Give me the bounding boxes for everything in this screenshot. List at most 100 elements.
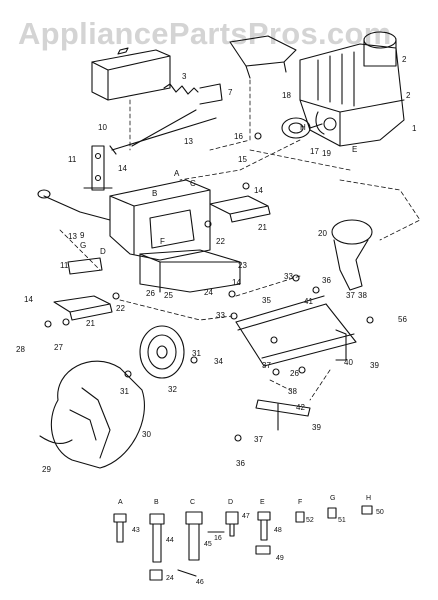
- shift-rod: [109, 117, 217, 155]
- callout-36: 36: [322, 276, 331, 285]
- callout-13b: 13: [68, 232, 77, 241]
- hardware-H: [361, 505, 373, 515]
- callout-10: 10: [98, 123, 107, 132]
- callout-16: 16: [234, 132, 243, 141]
- callout-E: E: [352, 145, 357, 154]
- hardware-letter-B: B: [154, 499, 159, 506]
- callout-31b: 31: [120, 387, 129, 396]
- belt-guard: [331, 219, 373, 291]
- wheel-pulley: [139, 325, 185, 379]
- hardware-letter-C: C: [190, 499, 195, 506]
- engine-pulley: [281, 117, 323, 139]
- callout-23: 23: [238, 261, 247, 270]
- hardware-number-50: 50: [376, 509, 384, 516]
- bracket-left: [83, 145, 113, 191]
- callout-28: 28: [16, 345, 25, 354]
- callout-26: 26: [146, 289, 155, 298]
- callout-13: 13: [184, 137, 193, 146]
- hardware-letter-G: G: [330, 495, 335, 502]
- callout-1: 1: [412, 124, 417, 133]
- callout-2: 2: [406, 91, 411, 100]
- hardware-G: [327, 507, 337, 519]
- callout-C: C: [190, 179, 196, 188]
- hardware-pin-46: [177, 569, 197, 577]
- callout-38: 38: [358, 291, 367, 300]
- callout-22: 22: [216, 237, 225, 246]
- callout-41: 41: [304, 297, 313, 306]
- hardware-number-52: 52: [306, 517, 314, 524]
- callout-37c: 37: [254, 435, 263, 444]
- callout-labels: 1 2 2 3 7 9 10 11 11 13 13 14 14 14 14 1…: [16, 55, 417, 474]
- callout-21b: 21: [86, 319, 95, 328]
- mounting-plate-upper: [209, 195, 271, 223]
- callout-F: F: [160, 237, 165, 246]
- callout-30: 30: [142, 430, 151, 439]
- callout-37: 37: [346, 291, 355, 300]
- callout-17: 17: [310, 147, 319, 156]
- callout-42: 42: [296, 403, 305, 412]
- callout-38b: 38: [288, 387, 297, 396]
- mounting-plate-lower: [53, 295, 113, 321]
- callout-20: 20: [318, 229, 327, 238]
- callout-39b: 39: [312, 423, 321, 432]
- fastener-dots: [44, 132, 374, 442]
- hardware-number-43: 43: [132, 527, 140, 534]
- callout-24: 24: [204, 288, 213, 297]
- callout-22b: 22: [116, 304, 125, 313]
- callout-D: D: [100, 247, 106, 256]
- hardware-washer-24: [149, 569, 163, 581]
- hardware-letter-H: H: [366, 495, 371, 502]
- callout-G: G: [80, 241, 86, 250]
- callout-56: 56: [398, 315, 407, 324]
- hardware-F: [295, 511, 305, 523]
- hardware-letter-A: A: [118, 499, 123, 506]
- watermark-text: AppliancePartsPros.com: [18, 16, 392, 51]
- callout-40: 40: [344, 358, 353, 367]
- callout-36b: 36: [236, 459, 245, 468]
- main-frame: [109, 179, 241, 293]
- callout-33: 33: [284, 272, 293, 281]
- hardware-number-51: 51: [338, 517, 346, 524]
- callout-29: 29: [42, 465, 51, 474]
- callout-19: 19: [322, 149, 331, 158]
- shift-lever: [37, 189, 111, 221]
- callout-31: 31: [192, 349, 201, 358]
- fuel-tank: [91, 47, 171, 101]
- hardware-letter-D: D: [228, 499, 233, 506]
- hardware-number-44: 44: [166, 537, 174, 544]
- hardware-number-49: 49: [276, 555, 284, 562]
- callout-14d: 14: [232, 278, 241, 287]
- hardware-letter-E: E: [260, 499, 265, 506]
- callout-21: 21: [258, 223, 267, 232]
- hardware-number-45: 45: [204, 541, 212, 548]
- bracket-lower: [67, 257, 103, 275]
- callout-33b: 33: [216, 311, 225, 320]
- callout-B: B: [152, 189, 157, 198]
- callout-14b: 14: [254, 186, 263, 195]
- hardware-bolt-C: [185, 511, 203, 561]
- hardware-number-47: 47: [242, 513, 250, 520]
- hardware-nut-D: [225, 511, 239, 537]
- callout-14: 14: [118, 164, 127, 173]
- callout-15: 15: [238, 155, 247, 164]
- assembly-leader-lines: [59, 79, 421, 401]
- callout-34: 34: [214, 357, 223, 366]
- callout-25: 25: [164, 291, 173, 300]
- callout-39: 39: [370, 361, 379, 370]
- idler-arm: [255, 399, 311, 431]
- hardware-number-46: 46: [196, 579, 204, 586]
- callout-18: 18: [282, 91, 291, 100]
- hardware-bolt-E: [257, 511, 271, 541]
- hardware-bolt-B: [149, 513, 165, 563]
- hardware-letter-F: F: [298, 499, 302, 506]
- callout-27: 27: [54, 343, 63, 352]
- callout-7: 7: [228, 88, 233, 97]
- callout-26b: 26: [290, 369, 299, 378]
- callout-9: 9: [80, 231, 85, 240]
- engine: [229, 31, 405, 147]
- hardware-number-24: 24: [166, 575, 174, 582]
- callout-37b: 37: [262, 361, 271, 370]
- callout-2b: 2: [402, 55, 407, 64]
